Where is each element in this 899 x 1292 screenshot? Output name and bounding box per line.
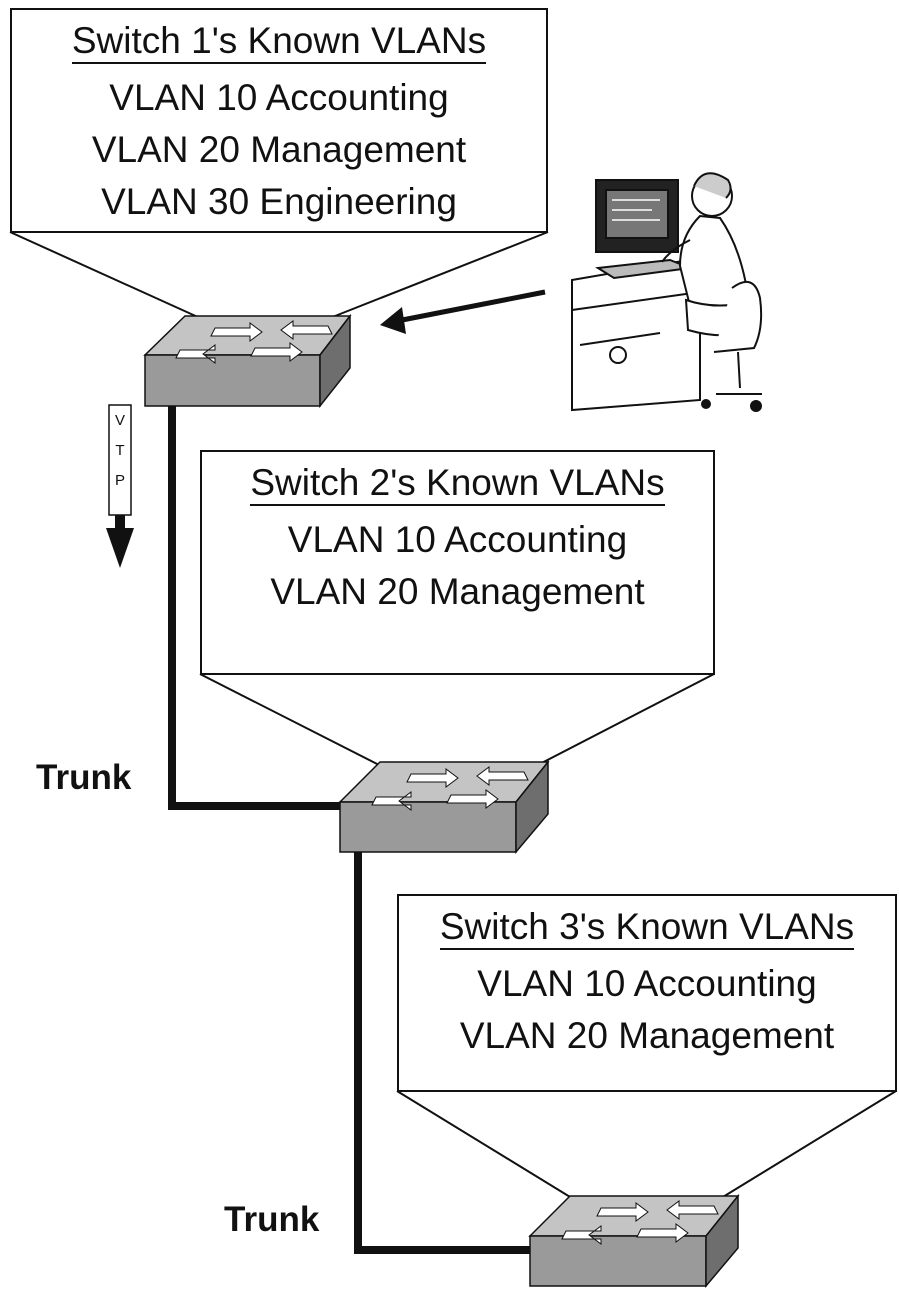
trunk-line-2 <box>354 848 530 1254</box>
switch-3-vlan-title: Switch 3's Known VLANs <box>439 908 855 950</box>
switch-2-icon <box>338 759 550 855</box>
switch-1-vlan-callout: Switch 1's Known VLANs VLAN 10 Accountin… <box>10 8 548 233</box>
trunk-line-1 <box>168 402 340 810</box>
switch-2-vlan-item: VLAN 10 Accounting <box>287 519 628 560</box>
trunk-label-2: Trunk <box>224 1200 320 1239</box>
trunk-label-1: Trunk <box>36 758 132 797</box>
switch-2-vlan-callout: Switch 2's Known VLANs VLAN 10 Accountin… <box>200 450 715 675</box>
switch-1-vlan-item: VLAN 10 Accounting <box>109 77 449 118</box>
switch-1-vlan-item: VLAN 20 Management <box>91 129 467 170</box>
vtp-letter-t: T <box>115 442 124 459</box>
callout1-pointer <box>9 231 549 319</box>
vtp-arrow: V T P <box>106 404 134 568</box>
switch-3-vlan-item: VLAN 20 Management <box>459 1015 835 1056</box>
switch-2-vlan-item: VLAN 20 Management <box>270 571 645 612</box>
vtp-letter-p: P <box>115 472 125 489</box>
admin-arrow <box>380 289 546 334</box>
network-admin-illustration <box>571 172 763 412</box>
switch-1-vlan-title: Switch 1's Known VLANs <box>71 22 487 64</box>
switch-3-vlan-item: VLAN 10 Accounting <box>477 963 817 1004</box>
vtp-letter-v: V <box>115 412 125 429</box>
callout2-pointer <box>199 673 715 769</box>
callout3-pointer <box>396 1090 897 1201</box>
switch-1-vlan-item: VLAN 30 Engineering <box>101 181 457 222</box>
switch-3-icon <box>528 1193 740 1289</box>
switch-3-vlan-callout: Switch 3's Known VLANs VLAN 10 Accountin… <box>397 894 897 1092</box>
switch-2-vlan-title: Switch 2's Known VLANs <box>250 464 665 506</box>
switch-1-icon <box>143 313 352 409</box>
